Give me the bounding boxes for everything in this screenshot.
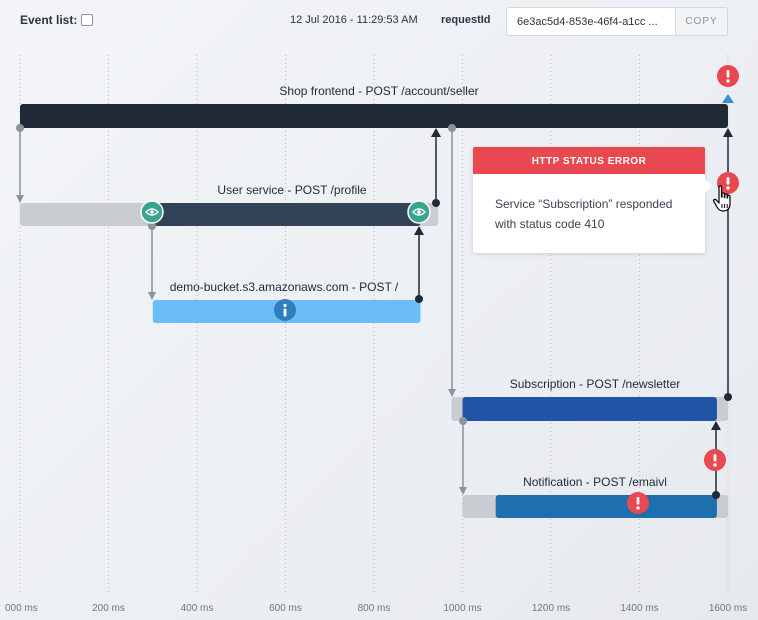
eye-icon-pupil — [417, 210, 421, 214]
axis-tick-label: 1000 ms — [443, 603, 481, 614]
return-arrow-bucket-dot — [415, 295, 423, 303]
call-arrow-notification-head — [459, 487, 467, 495]
return-arrow-notification-head — [711, 421, 721, 430]
call-arrow-subscription-head — [448, 389, 456, 397]
error-icon-dot — [713, 463, 717, 467]
axis-tick-label: 1400 ms — [620, 603, 658, 614]
error-icon-bar — [636, 496, 640, 505]
copy-button[interactable]: COPY — [675, 8, 727, 35]
error-icon[interactable] — [717, 65, 739, 87]
span-notification-label: Notification - POST /emaivl — [523, 475, 667, 489]
eye-icon-outline — [144, 208, 160, 216]
span-subscription-label: Subscription - POST /newsletter — [510, 377, 681, 391]
axis-tick-label: 400 ms — [181, 603, 214, 614]
return-arrow-user-head — [431, 128, 441, 137]
event-list-label: Event list: — [20, 13, 78, 27]
error-icon-bar — [713, 453, 717, 462]
span-subscription-bar[interactable] — [462, 397, 717, 421]
tooltip-pointer — [705, 179, 712, 193]
call-arrow-bucket-head — [148, 292, 156, 300]
top-bar: Event list: 12 Jul 2016 - 11:29:53 AM re… — [0, 0, 758, 42]
request-id-value[interactable]: 6e3ac5d4-853e-46f4-a1cc ... — [517, 16, 658, 28]
tooltip-title: HTTP STATUS ERROR — [473, 147, 705, 174]
request-timestamp: 12 Jul 2016 - 11:29:53 AM — [290, 14, 418, 26]
warning-pointer-icon — [722, 94, 734, 103]
call-arrow-subscription-dot — [448, 124, 456, 132]
eye-icon[interactable] — [407, 200, 431, 224]
call-arrow-bucket-dot — [148, 222, 156, 230]
request-id-label: requestId — [441, 14, 491, 26]
span-notification-bar[interactable] — [495, 495, 717, 518]
return-arrow-subscription-head — [723, 128, 733, 137]
hand-cursor-icon — [713, 185, 731, 212]
request-id-field: 6e3ac5d4-853e-46f4-a1cc ... COPY — [506, 7, 728, 36]
span-user-bar[interactable] — [152, 203, 421, 226]
return-arrow-notification-dot — [712, 491, 720, 499]
span-user-label: User service - POST /profile — [217, 183, 366, 197]
info-icon-bar — [283, 308, 287, 317]
event-list-checkbox[interactable] — [81, 14, 94, 26]
error-icon-dot — [636, 506, 640, 510]
event-list-toggle[interactable]: Event list: — [20, 13, 94, 27]
eye-icon[interactable] — [140, 200, 164, 224]
span-shop-label: Shop frontend - POST /account/seller — [279, 84, 478, 98]
axis-tick-label: 1200 ms — [532, 603, 570, 614]
tooltip-message: Service “Subscription” responded with st… — [495, 197, 673, 231]
call-arrow-user-head — [16, 195, 24, 203]
eye-icon-outline — [411, 208, 427, 216]
error-icon[interactable] — [717, 172, 739, 194]
call-arrow-user-dot — [16, 124, 24, 132]
axis-tick-label: 000 ms — [5, 603, 38, 614]
info-icon[interactable] — [274, 299, 296, 321]
error-icon-bar — [726, 69, 730, 78]
span-shop-bar[interactable] — [20, 104, 728, 128]
info-icon-dot — [283, 303, 287, 308]
axis-tick-label: 1600 ms — [709, 603, 747, 614]
axis-tick-label: 200 ms — [92, 603, 125, 614]
error-icon-dot — [726, 186, 730, 190]
error-icon[interactable] — [704, 449, 726, 471]
http-status-error-tooltip: HTTP STATUS ERROR Service “Subscription”… — [473, 147, 712, 253]
span-bucket-label: demo-bucket.s3.amazonaws.com - POST / — [170, 280, 399, 294]
call-arrow-notification-dot — [459, 417, 467, 425]
axis-tick-label: 600 ms — [269, 603, 302, 614]
return-arrow-user-dot — [432, 199, 440, 207]
eye-icon-pupil — [150, 210, 154, 214]
error-icon-bar — [726, 176, 730, 185]
return-arrow-subscription-dot — [724, 393, 732, 401]
error-icon-dot — [726, 79, 730, 83]
error-icon[interactable] — [627, 492, 649, 514]
axis-tick-label: 800 ms — [358, 603, 391, 614]
return-arrow-bucket-head — [414, 226, 424, 235]
